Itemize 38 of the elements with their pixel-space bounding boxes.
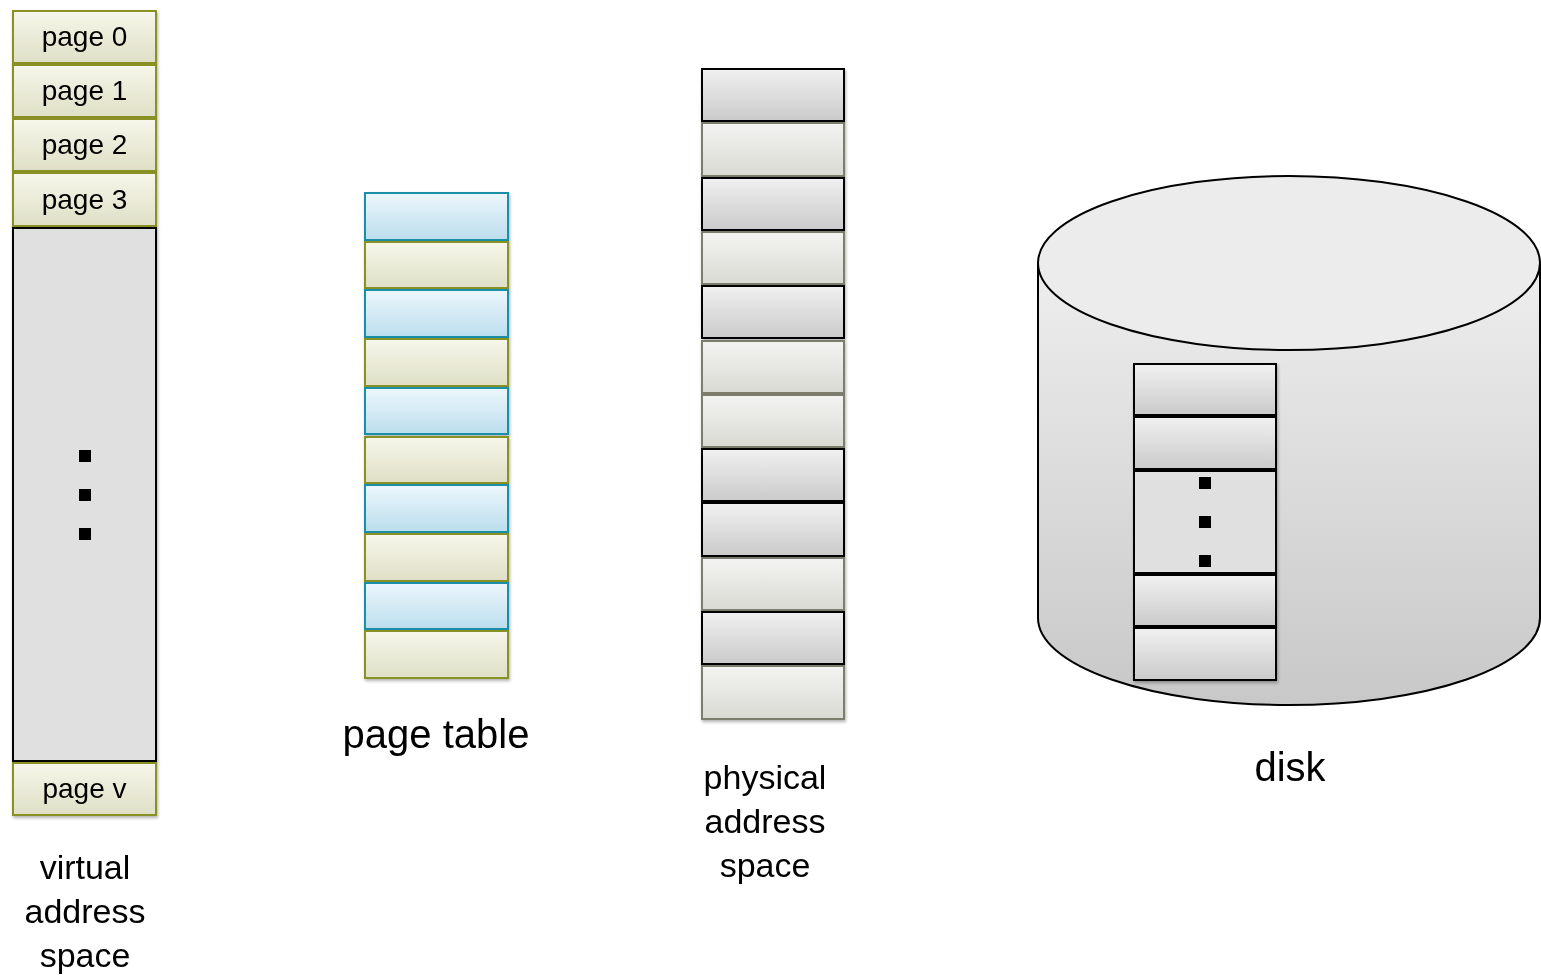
table-entry [364,192,509,241]
frame-box [1133,627,1277,681]
frame-box [701,556,845,611]
frame-box [701,230,845,286]
frame-box [12,227,157,762]
page-box: page 2 [12,118,157,172]
caption: page table [341,711,531,758]
table-entry [364,532,509,582]
disk-cylinder [1037,175,1541,706]
frame-box [1133,363,1277,416]
frame-box [701,448,845,503]
table-entry [364,630,509,679]
page-box: page v [12,762,157,816]
page-box: page 3 [12,172,157,227]
table-entry [364,435,509,485]
frame-box [701,176,845,231]
caption: virtual address space [23,847,147,975]
frame-box [1133,574,1277,627]
frame-box [701,285,845,340]
table-entry [364,338,509,387]
table-entry [364,386,509,436]
page-box: page 0 [12,10,157,64]
table-entry [364,484,509,533]
frame-box [701,611,845,666]
frame-box [701,68,845,123]
table-entry [364,289,509,339]
frame-box [701,122,845,177]
frame-box [701,393,845,449]
frame-box [1133,416,1277,470]
table-entry [364,581,509,631]
table-entry [364,240,509,290]
frame-box [701,665,845,720]
page-box: page 1 [12,64,157,118]
frame-box [1133,470,1277,574]
frame-box [701,502,845,557]
caption: disk [1253,744,1327,791]
caption: physical address space [702,757,828,887]
frame-box [701,339,845,394]
